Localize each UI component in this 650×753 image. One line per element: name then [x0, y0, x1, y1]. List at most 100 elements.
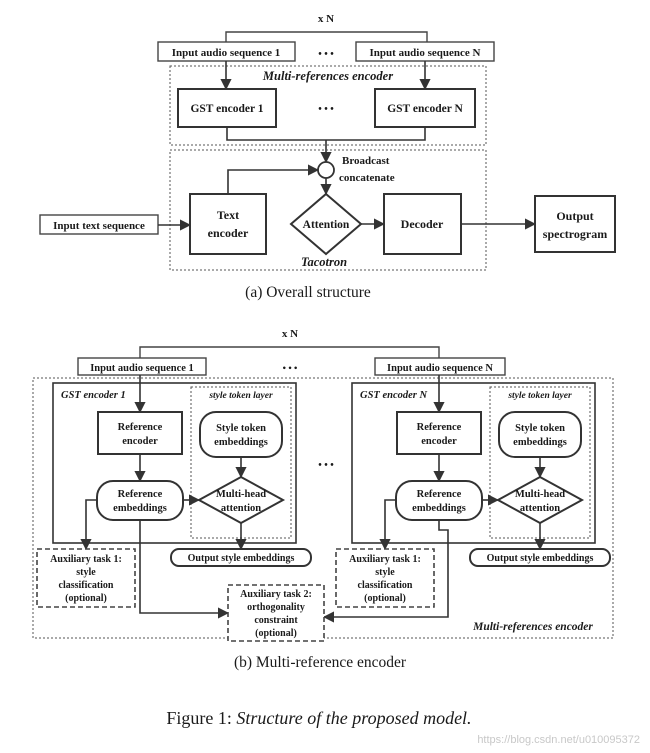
- output-style-embeddings-1-box: [170, 548, 312, 567]
- aux1-n-label-4: (optional): [364, 593, 406, 604]
- multi-references-encoder-label: Multi-references encoder: [262, 69, 393, 83]
- output-style-embeddings-n-label: Output style embeddings: [487, 553, 594, 564]
- input-ellipsis: • • •: [318, 49, 334, 60]
- caption-a: (a) Overall structure: [245, 284, 371, 301]
- aux2-label-2: orthogonality: [247, 602, 305, 613]
- tacotron-label: Tacotron: [301, 255, 347, 269]
- multi-head-attention-n-diamond: [495, 475, 585, 525]
- reference-embeddings-n-box: [395, 480, 483, 521]
- aux1-1-label-1: Auxiliary task 1:: [50, 554, 122, 565]
- attention-label: Attention: [303, 219, 350, 231]
- text-encoder-label-2: encoder: [208, 226, 249, 240]
- input-audio-n-label: Input audio sequence N: [370, 47, 481, 59]
- output-label-2: spectrogram: [543, 227, 607, 241]
- input-audio-1-label-b: Input audio sequence 1: [90, 363, 194, 374]
- output-spectrogram-box: [534, 195, 616, 253]
- aux1-1-label-2: style: [76, 567, 96, 578]
- arrow-ref-emb-to-aux2-1: [139, 520, 230, 619]
- decoder-box: [383, 193, 462, 255]
- input-audio-n-label-b: Input audio sequence N: [387, 363, 493, 374]
- gst-encoder-1-frame: [52, 382, 297, 544]
- figure-caption-prefix: Figure 1:: [166, 708, 236, 728]
- input-audio-n-box-b: [374, 357, 506, 376]
- gst-encoder-1-label: GST encoder 1: [190, 103, 263, 115]
- multi-head-attention-1-label-1: Multi-head: [216, 489, 266, 500]
- reference-encoder-n-label-2: encoder: [421, 436, 457, 447]
- arrow-text-encoder-to-broadcast: [227, 164, 320, 194]
- style-token-embeddings-n-box: [498, 411, 582, 458]
- gst-encoder-n-frame: [351, 382, 596, 544]
- gst-encoder-1-box: [177, 88, 277, 128]
- input-audio-1-label: Input audio sequence 1: [172, 47, 281, 59]
- input-ellipsis-b: • • •: [283, 364, 298, 374]
- multi-reference-encoder-diagram: x N Input audio sequence 1 • • • Input a…: [32, 328, 614, 671]
- multi-head-attention-n-label-2: attention: [520, 503, 560, 514]
- multi-head-attention-n-label-1: Multi-head: [515, 489, 565, 500]
- broadcast-label-2: concatenate: [339, 172, 395, 184]
- reference-embeddings-1-box: [96, 480, 184, 521]
- style-token-embeddings-n-label-2: embeddings: [513, 437, 567, 448]
- repeat-bracket: [225, 31, 428, 42]
- gst-merge-line: [226, 127, 426, 141]
- multi-references-encoder-frame: [169, 65, 487, 146]
- repeat-label: x N: [318, 13, 334, 25]
- style-token-embeddings-1-box: [199, 411, 283, 458]
- output-style-embeddings-1-label: Output style embeddings: [188, 553, 295, 564]
- text-encoder-box: [189, 193, 267, 255]
- figure-caption-title: Structure of the proposed model.: [236, 708, 471, 728]
- tacotron-frame: [169, 149, 487, 271]
- repeat-label-b: x N: [282, 328, 298, 340]
- style-token-layer-n-label: style token layer: [507, 391, 572, 401]
- style-token-embeddings-n-label-1: Style token: [515, 423, 565, 434]
- style-token-embeddings-1-label-1: Style token: [216, 423, 266, 434]
- style-token-embeddings-1-label-2: embeddings: [214, 437, 268, 448]
- gst-encoder-n-group: GST encoder N style token layer Referenc…: [322, 375, 611, 623]
- gst-encoder-1-title: GST encoder 1: [61, 390, 126, 401]
- aux2-label-3: constraint: [254, 615, 298, 626]
- caption-b: (b) Multi-reference encoder: [234, 654, 407, 671]
- mid-ellipsis: • • •: [318, 460, 334, 471]
- arrow-ref-emb-to-aux1-n: [379, 499, 396, 551]
- reference-encoder-1-label-2: encoder: [122, 436, 158, 447]
- gst-ellipsis: • • •: [318, 104, 334, 115]
- text-encoder-label-1: Text: [217, 208, 239, 222]
- output-label-1: Output: [556, 209, 593, 223]
- aux1-1-label-3: classification: [59, 580, 114, 591]
- aux2-label-4: (optional): [255, 628, 297, 639]
- reference-encoder-1-box: [97, 411, 183, 455]
- reference-encoder-1-label-1: Reference: [118, 422, 163, 433]
- auxiliary-task-1-box-n: [335, 548, 435, 608]
- reference-embeddings-n-label-1: Reference: [417, 489, 462, 500]
- arrow-ref-emb-to-aux1-1: [80, 499, 97, 551]
- reference-encoder-n-label-1: Reference: [417, 422, 462, 433]
- reference-embeddings-1-label-1: Reference: [118, 489, 163, 500]
- figure-caption: Figure 1: Structure of the proposed mode…: [166, 708, 471, 728]
- multi-head-attention-1-diamond: [196, 475, 286, 525]
- input-audio-1-box-b: [77, 357, 207, 376]
- aux1-n-label-3: classification: [358, 580, 413, 591]
- multi-references-encoder-label-b: Multi-references encoder: [472, 621, 593, 633]
- multi-head-attention-1-label-2: attention: [221, 503, 261, 514]
- aux1-n-label-2: style: [375, 567, 395, 578]
- broadcast-concatenate-node: [317, 161, 335, 179]
- broadcast-label-1: Broadcast: [342, 155, 390, 167]
- overall-structure-diagram: x N Input audio sequence 1 • • • Input a…: [39, 13, 616, 301]
- watermark: https://blog.csdn.net/u010095372: [477, 734, 640, 746]
- attention-diamond: [289, 192, 363, 256]
- gst-encoder-n-label: GST encoder N: [387, 103, 463, 115]
- style-token-layer-1-label: style token layer: [208, 391, 273, 401]
- auxiliary-task-2-box: [227, 584, 325, 642]
- auxiliary-task-1-box-1: [36, 548, 136, 608]
- repeat-bracket-b: [139, 346, 440, 358]
- aux2-label-1: Auxiliary task 2:: [240, 589, 312, 600]
- output-style-embeddings-n-box: [469, 548, 611, 567]
- decoder-label: Decoder: [401, 217, 444, 231]
- aux1-n-label-1: Auxiliary task 1:: [349, 554, 421, 565]
- input-text-label: Input text sequence: [53, 220, 145, 232]
- gst-encoder-n-title: GST encoder N: [360, 390, 427, 401]
- gst-encoder-1-group: GST encoder 1 style token layer Referenc…: [36, 375, 312, 619]
- arrow-ref-emb-to-aux2-n: [322, 520, 449, 623]
- reference-encoder-n-box: [396, 411, 482, 455]
- reference-embeddings-n-label-2: embeddings: [412, 503, 466, 514]
